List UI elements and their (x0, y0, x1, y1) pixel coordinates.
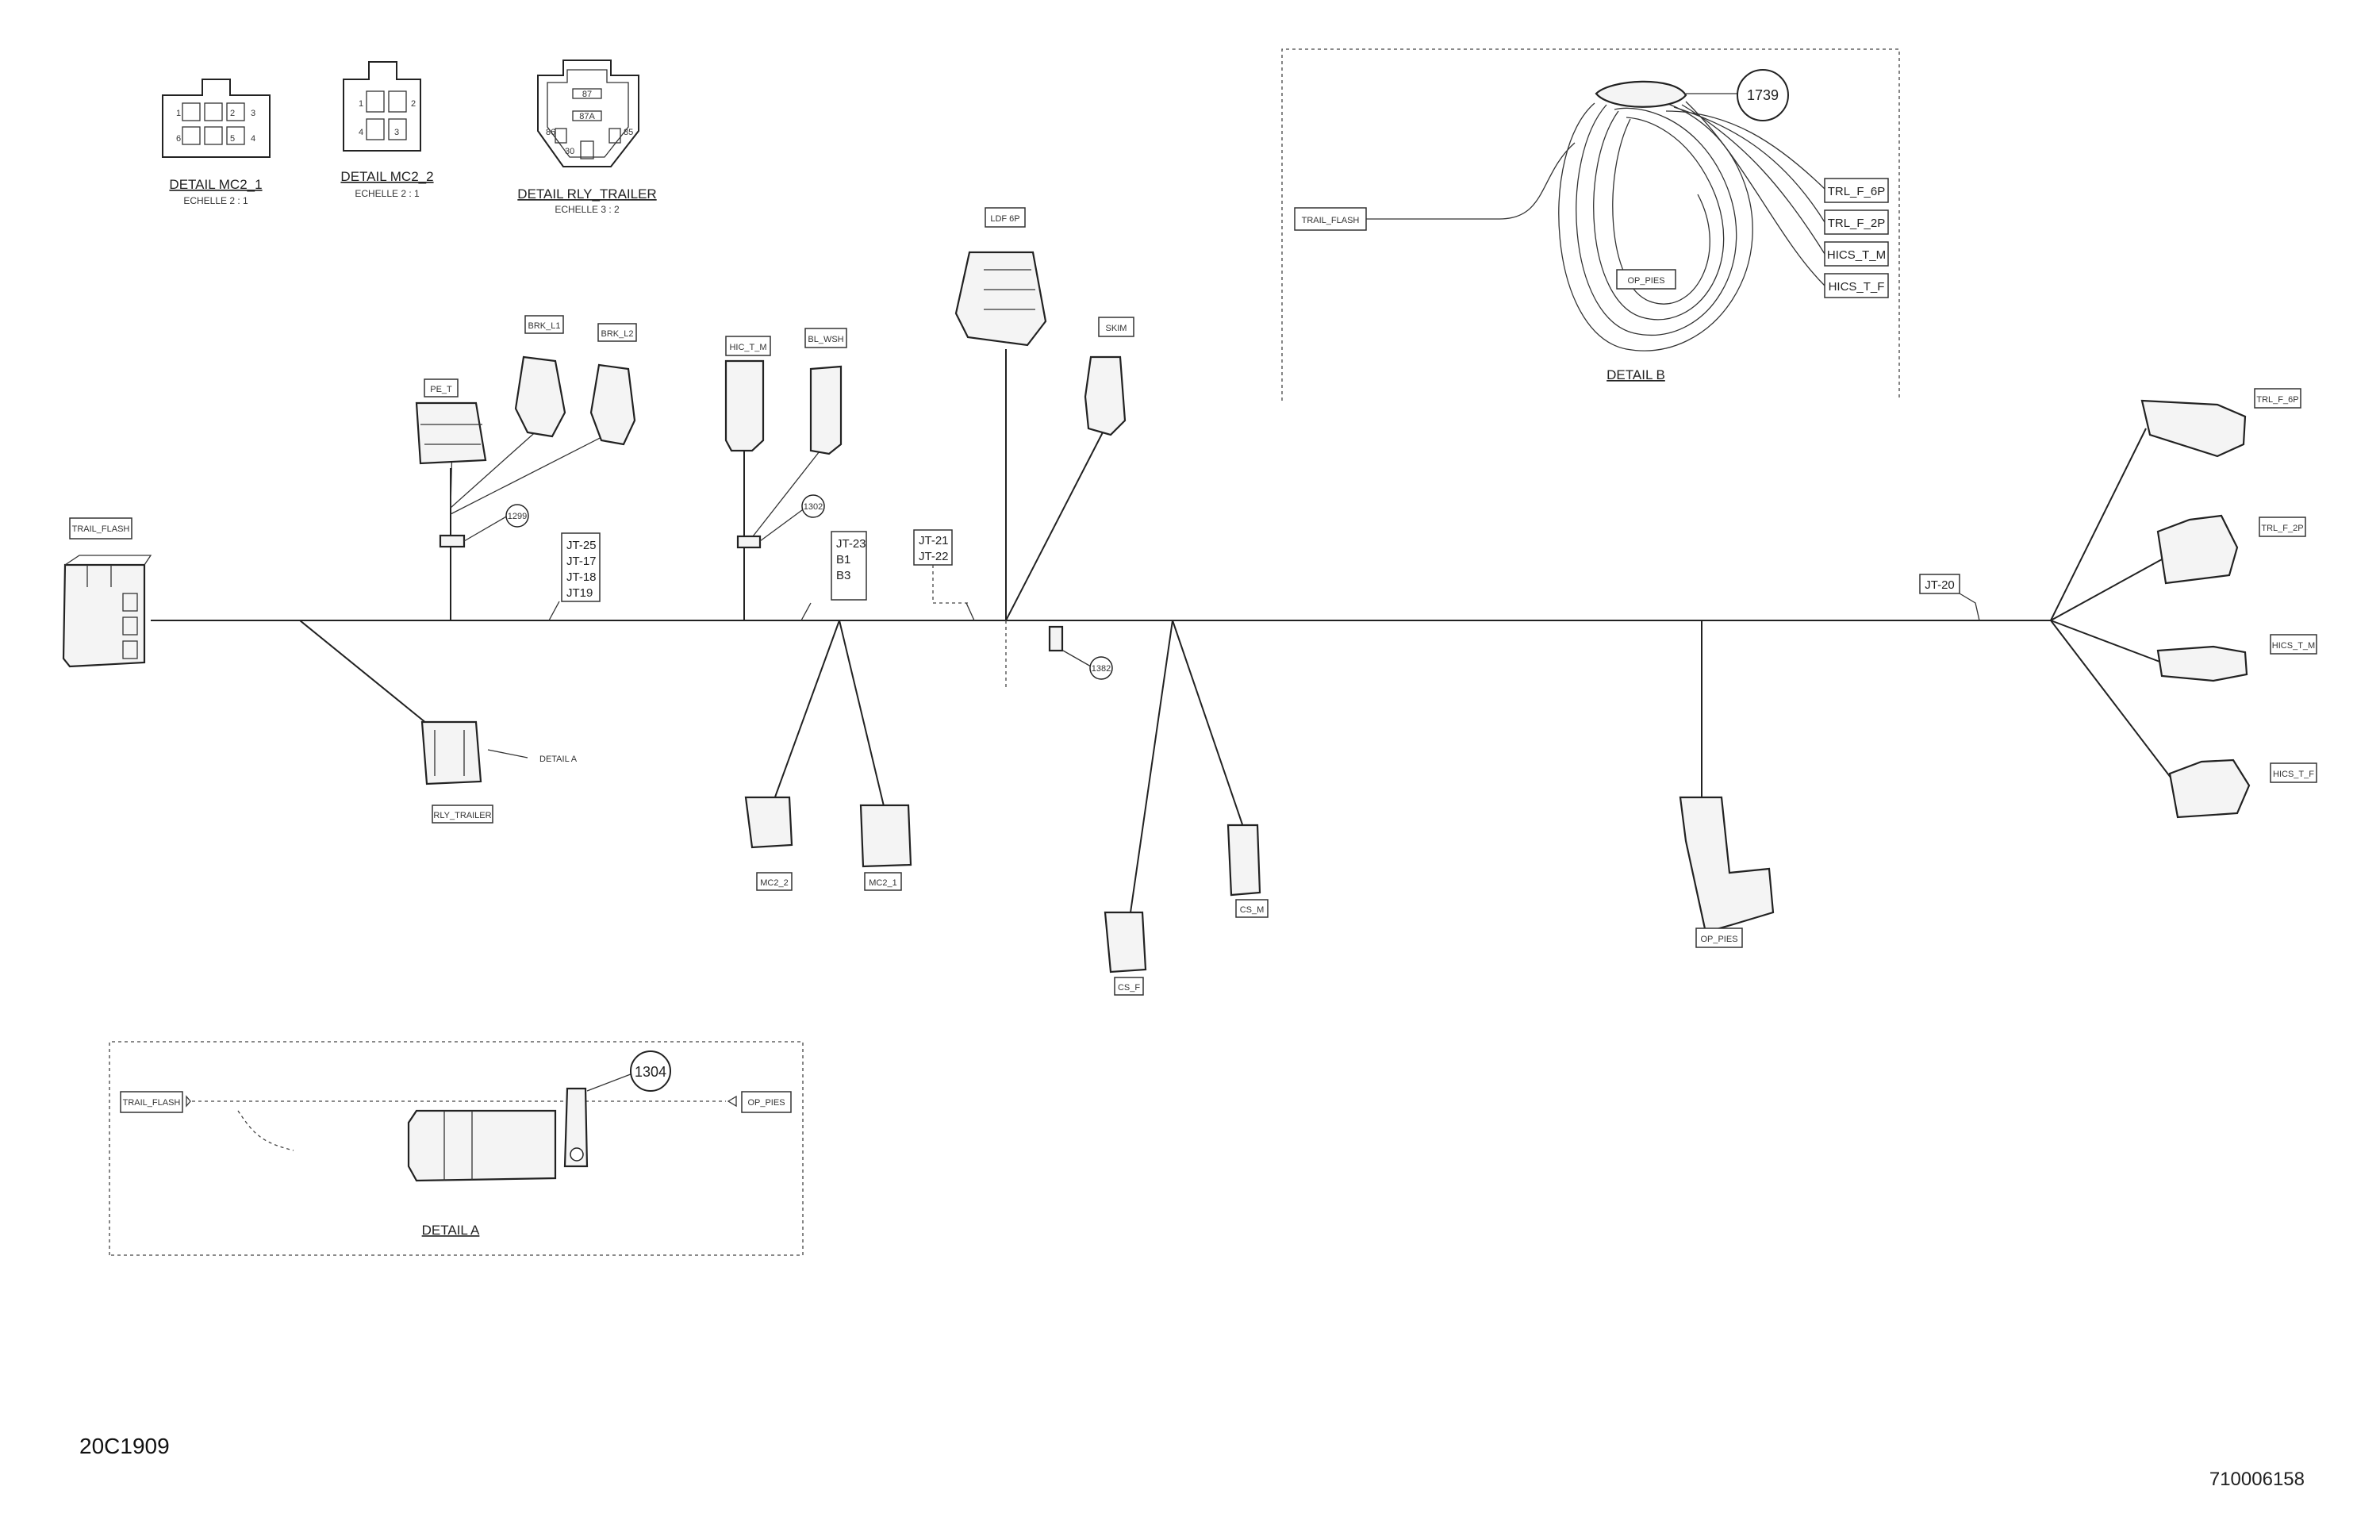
detail-b-output-4: HICS_T_F (1829, 280, 1885, 294)
label-trail-flash: TRAIL_FLASH (72, 524, 130, 534)
splice-jt17: JT-17 (566, 555, 597, 568)
detail-a: TRAIL_FLASH OP_PIES 1304 DETAIL A (109, 1041, 804, 1256)
branch-cs: CS_F CS_M (1104, 620, 1269, 996)
mc2-2-pin-2: 2 (411, 99, 416, 109)
mc2-1-pin-2: 2 (230, 109, 235, 118)
detail-a-title: DETAIL A (422, 1223, 480, 1238)
splice-b1: B1 (836, 553, 850, 566)
document-code-right: 710006158 (2209, 1469, 2305, 1490)
mc2-2-pin-1: 1 (359, 99, 363, 109)
branch-ldf-skim: LDF 6P SKIM JT-21 JT-22 1382 (913, 207, 1134, 690)
label-hic-t-m: HIC_T_M (729, 343, 766, 352)
label-ldf: LDF 6P (990, 214, 1019, 224)
detail-a-callout: 1304 (635, 1064, 666, 1080)
branch-mc2: MC2_2 MC2_1 (744, 620, 912, 891)
rly-pin-87a: 87A (579, 112, 595, 121)
main-harness: TRAIL_FLASH PE_T BRK_L1 BRK_L2 1299 (62, 207, 2317, 996)
rly-pin-85: 85 (624, 128, 633, 137)
rly-pin-87: 87 (582, 90, 592, 99)
label-brk-l1: BRK_L1 (528, 321, 561, 331)
splice-jt19: JT19 (566, 586, 593, 600)
label-op-pies: OP_PIES (1700, 935, 1737, 944)
splice-jt25: JT-25 (566, 539, 597, 552)
label-cs-f: CS_F (1118, 983, 1140, 993)
splice-b3: B3 (836, 569, 850, 582)
rly-pin-86: 86 (546, 128, 555, 137)
label-trl-f-6p: TRL_F_6P (2256, 395, 2298, 405)
connector-trail-flash: TRAIL_FLASH (62, 517, 152, 668)
label-pe-t: PE_T (430, 385, 452, 394)
pointer-detail-a: DETAIL A (539, 755, 578, 764)
detail-b-output-3: HICS_T_M (1827, 248, 1886, 262)
detail-b-source-label: TRAIL_FLASH (1302, 216, 1360, 225)
splice-jt23: JT-23 (836, 537, 866, 551)
detail-mc2-2-scale: ECHELLE 2 : 1 (355, 188, 420, 199)
label-trl-f-2p: TRL_F_2P (2261, 524, 2303, 533)
label-hics-t-m: HICS_T_M (2272, 641, 2315, 651)
callout-1382: 1382 (1092, 664, 1111, 674)
branch-trailer-connectors: TRL_F_6P TRL_F_2P HICS_T_M HICS_T_F (2050, 388, 2317, 819)
rly-pin-30: 30 (565, 147, 574, 156)
detail-a-left-label: TRAIL_FLASH (123, 1098, 181, 1108)
document-code-left: 20C1909 (79, 1434, 170, 1458)
splice-jt22: JT-22 (919, 550, 949, 563)
detail-b-callout: 1739 (1747, 87, 1779, 103)
detail-rly-trailer-scale: ECHELLE 3 : 2 (555, 204, 620, 215)
callout-1299: 1299 (508, 512, 527, 521)
detail-rly-trailer: 87 87A 86 85 30 DETAIL RLY_TRAILER ECHEL… (517, 60, 657, 215)
label-brk-l2: BRK_L2 (601, 329, 634, 339)
detail-b-title: DETAIL B (1606, 367, 1665, 382)
branch-rly-trailer: DETAIL A RLY_TRAILER (299, 620, 578, 824)
detail-a-right-label: OP_PIES (747, 1098, 785, 1108)
detail-b-inner-label: OP_PIES (1627, 276, 1664, 286)
detail-rly-trailer-title: DETAIL RLY_TRAILER (517, 186, 656, 202)
detail-b: TRAIL_FLASH 1739 OP_PIES TRL_F_6P TRL_F_… (1281, 48, 1900, 401)
label-hics-t-f: HICS_T_F (2273, 770, 2314, 779)
splice-jt20: JT-20 (1925, 578, 1955, 592)
mc2-1-pin-3: 3 (251, 109, 255, 118)
splice-jt21: JT-21 (919, 534, 949, 547)
branch-hic: HIC_T_M BL_WSH 1302 JT-23 B1 B3 (724, 328, 867, 621)
label-bl-wsh: BL_WSH (808, 335, 843, 344)
detail-mc2-1-scale: ECHELLE 2 : 1 (183, 195, 248, 206)
detail-b-output-1: TRL_F_6P (1828, 185, 1886, 198)
label-mc2-2: MC2_2 (760, 878, 788, 888)
detail-mc2-1: 1 2 3 4 5 6 DETAIL MC2_1 ECHELLE 2 : 1 (162, 79, 271, 206)
mc2-1-pin-6: 6 (176, 134, 181, 144)
label-mc2-1: MC2_1 (869, 878, 896, 888)
mc2-1-pin-4: 4 (251, 134, 255, 144)
splice-jt20-group: JT-20 (1919, 574, 1980, 621)
branch-op-pies: OP_PIES (1679, 620, 1775, 948)
detail-b-output-2: TRL_F_2P (1828, 217, 1886, 230)
mc2-2-pin-3: 3 (394, 128, 399, 137)
detail-mc2-1-title: DETAIL MC2_1 (169, 177, 262, 192)
mc2-1-pin-1: 1 (176, 109, 181, 118)
label-skim: SKIM (1106, 324, 1127, 333)
mc2-2-pin-4: 4 (359, 128, 363, 137)
label-rly-trailer: RLY_TRAILER (433, 811, 491, 820)
mc2-1-pin-5: 5 (230, 134, 235, 144)
branch-brake: PE_T BRK_L1 BRK_L2 1299 JT-25 JT-17 JT-1… (415, 315, 637, 621)
detail-mc2-2-title: DETAIL MC2_2 (340, 169, 433, 184)
splice-jt18: JT-18 (566, 570, 597, 584)
label-cs-m: CS_M (1240, 905, 1265, 915)
callout-1302: 1302 (804, 502, 823, 512)
detail-mc2-2: 1 2 3 4 DETAIL MC2_2 ECHELLE 2 : 1 (340, 61, 434, 199)
